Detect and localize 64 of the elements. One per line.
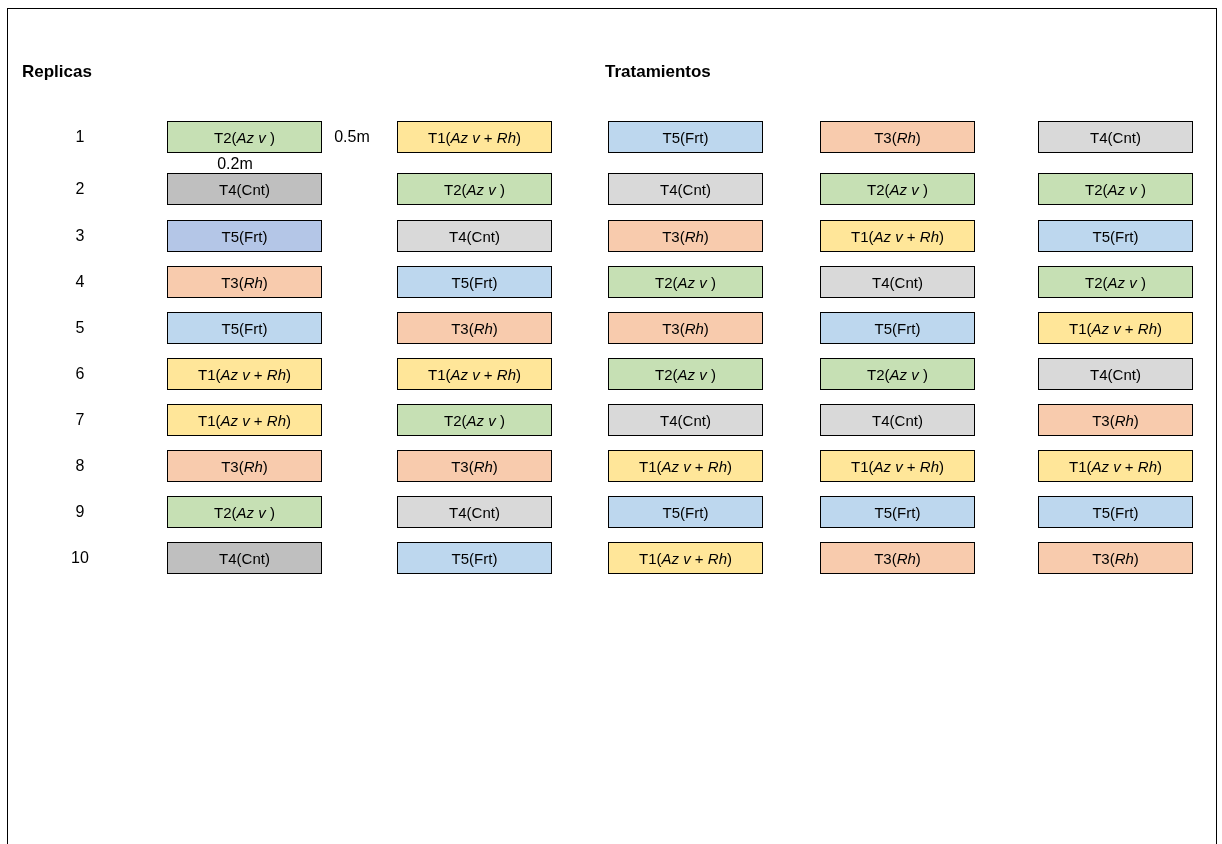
replica-number: 5 [75, 319, 85, 337]
treatment-plot: T4(Cnt) [167, 542, 322, 574]
treatment-plot: T1(Az v + Rh) [397, 121, 552, 153]
treatment-plot: T2(Az v ) [167, 496, 322, 528]
treatment-plot: T3(Rh) [608, 220, 763, 252]
treatment-plot: T3(Rh) [397, 450, 552, 482]
treatment-plot: T4(Cnt) [1038, 121, 1193, 153]
treatment-plot: T2(Az v ) [1038, 266, 1193, 298]
treatment-plot: T5(Frt) [608, 496, 763, 528]
replica-number: 9 [75, 503, 85, 521]
replica-number: 2 [75, 180, 85, 198]
treatment-plot: T5(Frt) [1038, 496, 1193, 528]
treatment-plot: T5(Frt) [397, 542, 552, 574]
treatment-plot: T4(Cnt) [397, 220, 552, 252]
treatment-plot: T2(Az v ) [820, 173, 975, 205]
replica-number: 4 [75, 273, 85, 291]
treatment-plot: T2(Az v ) [167, 121, 322, 153]
replica-number: 3 [75, 227, 85, 245]
treatment-plot: T5(Frt) [820, 496, 975, 528]
treatment-plot: T4(Cnt) [608, 404, 763, 436]
treatment-plot: T1(Az v + Rh) [1038, 312, 1193, 344]
treatment-plot: T1(Az v + Rh) [167, 358, 322, 390]
treatment-plot: T2(Az v ) [820, 358, 975, 390]
treatment-plot: T5(Frt) [397, 266, 552, 298]
treatment-plot: T1(Az v + Rh) [820, 450, 975, 482]
treatment-plot: T2(Az v ) [608, 358, 763, 390]
treatment-plot: T4(Cnt) [820, 266, 975, 298]
spacing-label: 0.2m [217, 155, 253, 173]
treatment-plot: T1(Az v + Rh) [167, 404, 322, 436]
treatment-plot: T3(Rh) [167, 450, 322, 482]
treatment-plot: T4(Cnt) [820, 404, 975, 436]
treatment-plot: T3(Rh) [397, 312, 552, 344]
treatment-plot: T1(Az v + Rh) [820, 220, 975, 252]
replica-number: 8 [75, 457, 85, 475]
replica-number: 10 [71, 549, 89, 567]
treatment-plot: T1(Az v + Rh) [608, 542, 763, 574]
treatment-plot: T5(Frt) [820, 312, 975, 344]
treatment-plot: T3(Rh) [820, 121, 975, 153]
treatment-plot: T2(Az v ) [608, 266, 763, 298]
treatment-plot: T2(Az v ) [397, 173, 552, 205]
treatment-plot: T4(Cnt) [397, 496, 552, 528]
treatment-plot: T2(Az v ) [1038, 173, 1193, 205]
spacing-label: 0.5m [334, 128, 370, 146]
treatment-plot: T4(Cnt) [1038, 358, 1193, 390]
treatment-plot: T3(Rh) [608, 312, 763, 344]
treatment-plot: T3(Rh) [167, 266, 322, 298]
treatment-plot: T4(Cnt) [608, 173, 763, 205]
column-heading: Tratamientos [605, 63, 711, 81]
replica-number: 1 [75, 128, 85, 146]
replica-number: 7 [75, 411, 85, 429]
treatment-plot: T5(Frt) [608, 121, 763, 153]
replica-number: 6 [75, 365, 85, 383]
treatment-plot: T1(Az v + Rh) [608, 450, 763, 482]
treatment-plot: T5(Frt) [167, 312, 322, 344]
treatment-plot: T2(Az v ) [397, 404, 552, 436]
treatment-plot: T3(Rh) [1038, 542, 1193, 574]
treatment-plot: T3(Rh) [1038, 404, 1193, 436]
treatment-plot: T4(Cnt) [167, 173, 322, 205]
treatment-plot: T1(Az v + Rh) [1038, 450, 1193, 482]
treatment-plot: T1(Az v + Rh) [397, 358, 552, 390]
treatment-plot: T3(Rh) [820, 542, 975, 574]
column-heading: Replicas [22, 63, 92, 81]
treatment-plot: T5(Frt) [1038, 220, 1193, 252]
treatment-plot: T5(Frt) [167, 220, 322, 252]
